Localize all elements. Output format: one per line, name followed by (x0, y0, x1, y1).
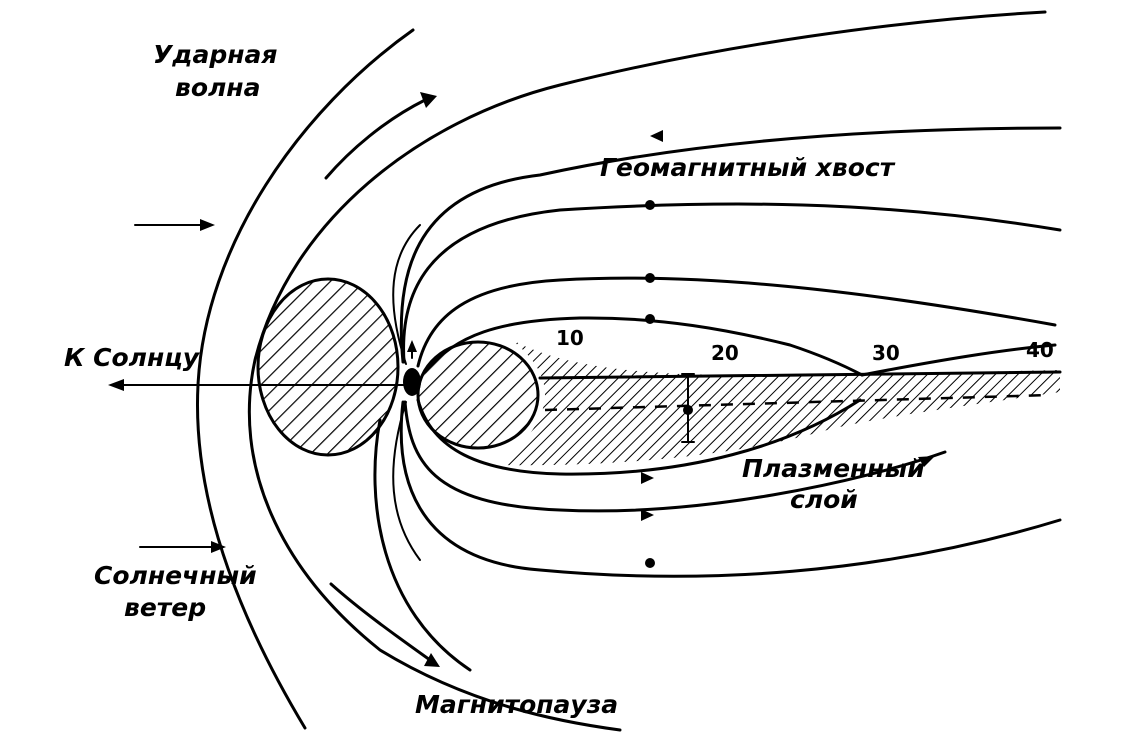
plasma-dashed-line (544, 393, 1051, 412)
plasma-sheet-label-line-1: Плазменный (742, 454, 925, 483)
solar-wind-label-line-2: ветер (124, 593, 206, 622)
dayside-field-line-top (392, 224, 421, 365)
tail-field-line-bottom-3 (416, 398, 862, 476)
bow-shock-label-line-1: Ударная (153, 40, 277, 69)
plasma-sheet-region (500, 340, 1060, 466)
dayside-field-line-bottom (392, 401, 421, 561)
tail-field-line-bottom-1 (399, 400, 1062, 578)
earth-dipole-arrowhead (407, 340, 417, 352)
bow-shock-label-line-2: волна (175, 73, 260, 102)
tail-field-line-top-2 (402, 202, 1062, 364)
tail-field-line-bottom-2 (403, 400, 947, 513)
solar-wind-arrow-top (134, 219, 215, 231)
magnetopause-curve (247, 10, 1047, 732)
tail-field-line-top-1 (399, 126, 1062, 364)
tail-field-line-top-5 (860, 343, 1057, 377)
distance-mark-40: 40 (1026, 338, 1054, 362)
distance-mark-10: 10 (556, 326, 584, 350)
distance-mark-20: 20 (711, 341, 739, 365)
geomagnetic-tail-label: Геомагнитный хвост (600, 153, 896, 182)
distance-mark-30: 30 (872, 341, 900, 365)
sun-axis-arrowhead (108, 379, 124, 391)
earth-symbol (403, 368, 421, 396)
tail-field-line-top-3 (416, 276, 1057, 368)
sheath-flow-arrow-bottom (329, 582, 440, 667)
solar-wind-label-line-1: Солнечный (94, 561, 257, 590)
inner-field-line-lower (373, 418, 472, 672)
to-sun-label: К Солнцу (64, 343, 201, 372)
nightside-radiation-lobe (416, 340, 540, 450)
solar-wind-arrow-bottom (139, 541, 226, 553)
magnetopause-label: Магнитопауза (415, 690, 618, 719)
neutral-sheet-line (538, 370, 1062, 380)
tail-field-line-top-4 (423, 316, 864, 377)
dayside-radiation-lobe (256, 277, 400, 457)
sheath-flow-arrow-top (324, 92, 437, 180)
plasma-sheet-label-line-2: слой (790, 485, 858, 514)
